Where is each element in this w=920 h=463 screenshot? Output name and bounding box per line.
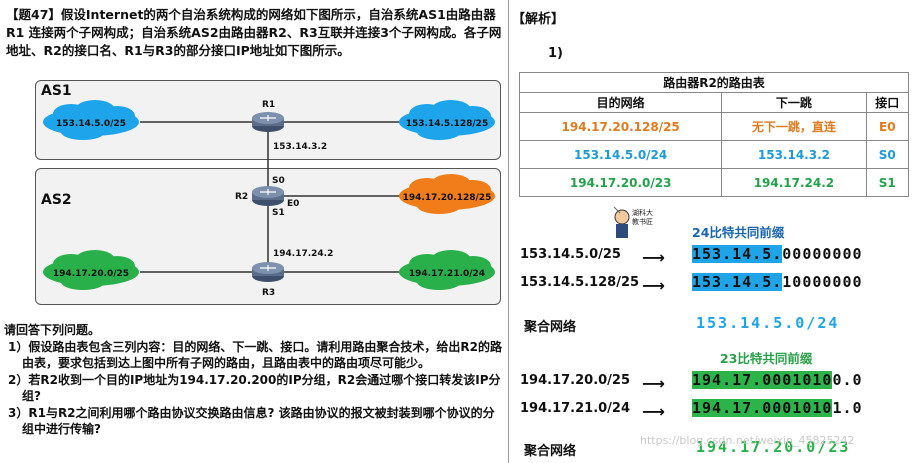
binary-row-3: 194.17.00010100.0 [692, 371, 863, 389]
r3-label: R3 [262, 288, 275, 298]
questions-list: 请回答下列问题。 1）假设路由表包含三列内容：目的网络、下一跳、接口。请利用路由… [4, 322, 504, 438]
bin3-rest: 0.0 [832, 371, 863, 389]
network-diagram: AS1 AS2 [35, 80, 501, 305]
as2-net-right-label: 194.17.21.0/24 [409, 269, 485, 279]
r1-link-ip: 153.14.3.2 [273, 142, 327, 152]
as1-label: AS1 [41, 83, 72, 99]
header-iface: 接口 [865, 92, 910, 113]
as1-net-right-label: 153.14.5.128/25 [406, 119, 488, 129]
row3-iface: S1 [865, 168, 910, 197]
bin1-prefix: 153.14.5. [692, 245, 783, 263]
table-row: 153.14.5.0/24 153.14.3.2 S0 [518, 140, 910, 169]
bin1-rest: 00000000 [782, 245, 863, 263]
r3-link-ip: 194.17.24.2 [273, 249, 333, 259]
row1-iface: E0 [865, 112, 910, 141]
prefix23-title: 23比特共同前缀 [720, 351, 813, 366]
as2-net-orange-label: 194.17.20.128/25 [403, 193, 492, 203]
row2-iface: S0 [865, 140, 910, 169]
question-item-1: 1）假设路由表包含三列内容：目的网络、下一跳、接口。请利用路由聚合技术，给出R2… [8, 339, 502, 371]
question-intro: 假设Internet的两个自治系统构成的网络如下图所示，自治系统AS1由路由器R… [6, 7, 502, 58]
arrow2-icon: ⟶ [642, 276, 665, 295]
table-row: 194.17.20.128/25 无下一跳，直连 E0 [518, 112, 910, 141]
row3-next: 194.17.24.2 [721, 168, 867, 197]
routing-table-caption: 路由器R2的路由表 [519, 72, 909, 93]
addr1: 153.14.5.0/25 [520, 247, 621, 262]
question-item-2: 2）若R2收到一个目的IP地址为194.17.20.200的IP分组，R2会通过… [8, 372, 501, 404]
mascot-text: 湖科大 教书匠 [632, 209, 653, 226]
router-r1-icon [252, 112, 284, 132]
addr2: 153.14.5.128/25 [520, 275, 640, 290]
bin3-prefix: 194.17.0001010 [692, 371, 833, 389]
bin4-rest: 1.0 [832, 399, 863, 417]
agg-value-1: 153.14.5.0/24 [696, 314, 840, 332]
addr3: 194.17.20.0/25 [520, 373, 631, 388]
agg-label-1: 聚合网络 [524, 320, 577, 335]
table-row: 194.17.20.0/23 194.17.24.2 S1 [518, 168, 910, 197]
cloud-as1-left [43, 100, 139, 140]
row3-dest: 194.17.20.0/23 [518, 168, 723, 197]
router-r3-icon [252, 262, 284, 282]
cloud-as2-left [43, 250, 139, 290]
bin2-rest: 10000000 [782, 273, 863, 291]
solution-number: 1) [548, 46, 563, 61]
binary-row-1: 153.14.5.00000000 [692, 245, 863, 263]
e0-label: E0 [287, 199, 299, 209]
binary-row-4: 194.17.00010101.0 [692, 399, 863, 417]
mascot-icon: 湖科大 教书匠 [610, 205, 654, 241]
as2-net-left-label: 194.17.20.0/25 [53, 269, 129, 279]
panel-divider [508, 0, 509, 463]
s0-label: S0 [272, 176, 285, 186]
arrow3-icon: ⟶ [642, 374, 665, 393]
routing-table: 路由器R2的路由表 目的网络 下一跳 接口 194.17.20.128/25 无… [518, 72, 910, 197]
question-title: 【题47】 [6, 7, 61, 22]
question-item-3: 3）R1与R2之间利用哪个路由协议交换路由信息? 该路由协议的报文被封装到哪个协… [8, 405, 495, 437]
header-next: 下一跳 [721, 92, 867, 113]
agg-label-2: 聚合网络 [524, 444, 577, 459]
cloud-as2-orange [399, 174, 495, 214]
arrow4-icon: ⟶ [642, 402, 665, 421]
questions-prompt: 请回答下列问题。 [4, 323, 101, 337]
r2-label: R2 [235, 192, 248, 202]
r1-label: R1 [262, 100, 275, 110]
diagram-svg: 153.14.5.0/25 153.14.5.128/25 194.17.20.… [43, 100, 495, 298]
as2-label: AS2 [41, 192, 72, 208]
row2-next: 153.14.3.2 [721, 140, 867, 169]
cloud-as2-right [399, 250, 495, 290]
addr4: 194.17.21.0/24 [520, 401, 631, 416]
cloud-as1-right [399, 100, 495, 140]
watermark: https://blog.csdn.net/weixin_45825242 [640, 434, 855, 447]
question-text: 【题47】假设Internet的两个自治系统构成的网络如下图所示，自治系统AS1… [6, 6, 506, 60]
s1-label: S1 [272, 208, 285, 218]
arrow1-icon: ⟶ [642, 248, 665, 267]
header-dest: 目的网络 [518, 92, 723, 113]
row1-next: 无下一跳，直连 [721, 112, 867, 141]
bin4-prefix: 194.17.0001010 [692, 399, 833, 417]
agg-value-2: 194.17.20.0/23 [696, 438, 851, 456]
as1-net-left-label: 153.14.5.0/25 [56, 119, 126, 129]
router-r2-icon [252, 186, 284, 206]
prefix24-title: 24比特共同前缀 [692, 225, 785, 240]
solution-title: 【解析】 [512, 12, 565, 27]
binary-row-2: 153.14.5.10000000 [692, 273, 863, 291]
row2-dest: 153.14.5.0/24 [518, 140, 723, 169]
bin2-prefix: 153.14.5. [692, 273, 783, 291]
row1-dest: 194.17.20.128/25 [518, 112, 723, 141]
